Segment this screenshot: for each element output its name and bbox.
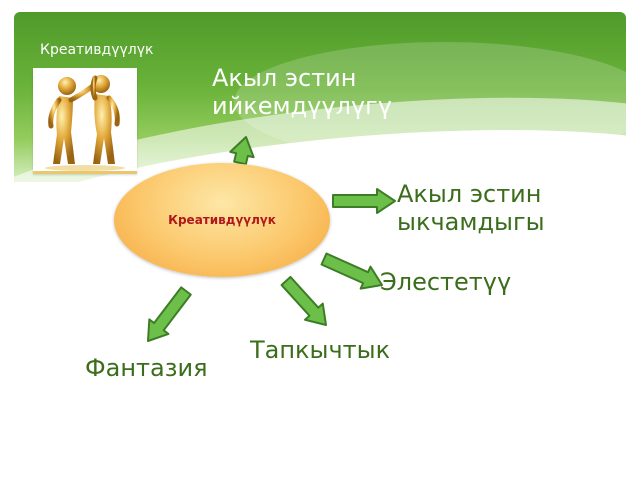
concept-right-label: Акыл эстин ыкчамдыгы <box>397 180 545 237</box>
arrow-down-right <box>320 252 383 290</box>
arrow-down-left <box>147 286 192 342</box>
concept-top-label: Акыл эстин ийкемдүүлүгү <box>212 64 392 121</box>
center-oval: Креативдүүлүк <box>114 163 330 277</box>
concept-mid-right-label: Элестетүү <box>380 268 512 296</box>
center-label: Креативдүүлүк <box>168 212 276 227</box>
concept-bottom-label: Тапкычтык <box>250 336 391 364</box>
arrow-right <box>332 188 396 214</box>
concept-left-label: Фантазия <box>85 354 208 382</box>
slide-title: Креативдүүлүк <box>40 42 154 58</box>
thinking-figures-icon <box>33 68 137 174</box>
arrow-down <box>280 275 327 326</box>
